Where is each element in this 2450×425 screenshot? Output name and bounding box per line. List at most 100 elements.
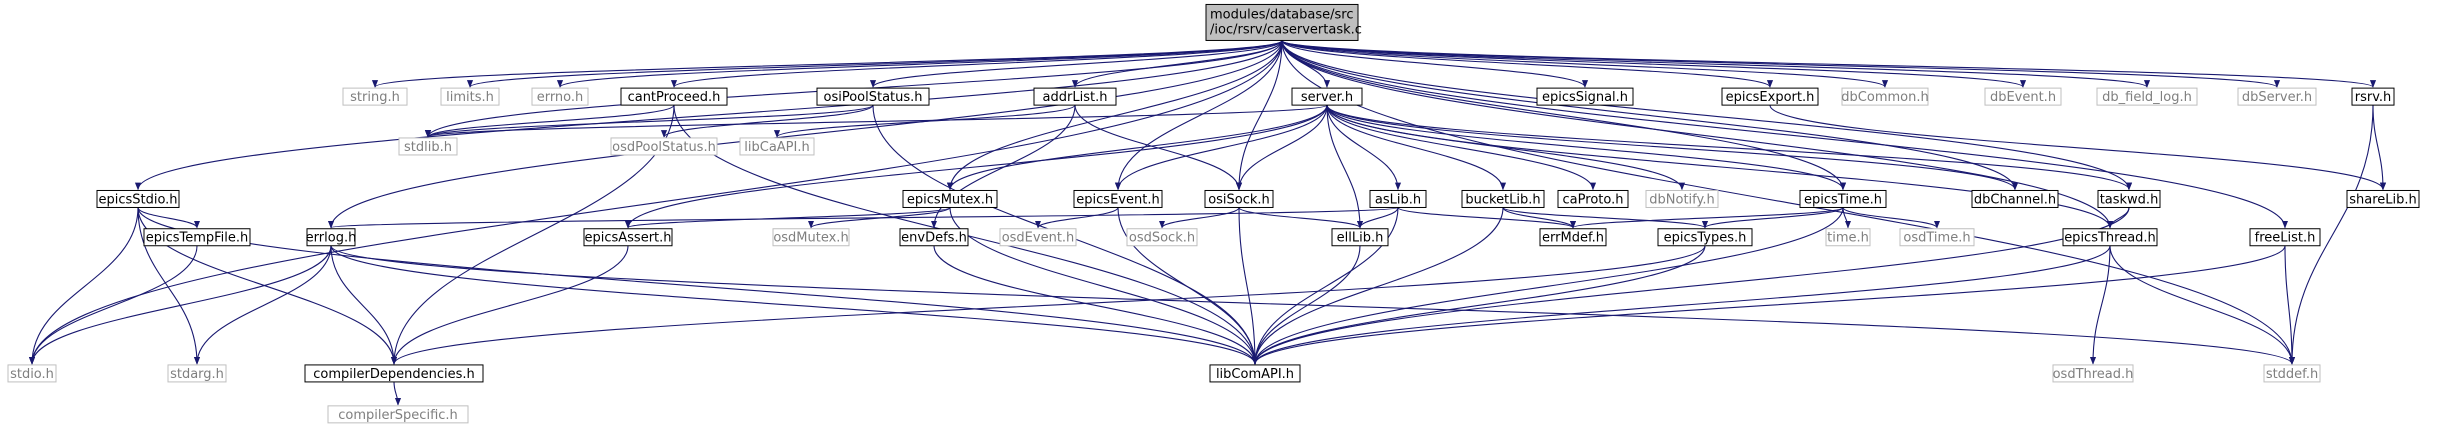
edge-epicsTime-to-osdTime <box>1842 206 1941 229</box>
node-epicsTypes[interactable]: epicsTypes.h <box>1657 228 1753 247</box>
node-box[interactable] <box>1721 87 1819 106</box>
edge-root-to-dbChannel <box>1281 40 2019 191</box>
node-box[interactable] <box>1033 87 1117 106</box>
node-label: epicsSignal.h <box>1542 90 1628 105</box>
edge-root-to-errlog <box>327 40 1283 229</box>
node-epicsMutex[interactable]: epicsMutex.h <box>902 189 998 208</box>
node-box[interactable] <box>1657 228 1753 247</box>
node-box <box>2096 87 2198 106</box>
node-caProto[interactable]: caProto.h <box>1557 189 1629 208</box>
edge-bucketLib-to-epicsTypes <box>1502 206 1708 229</box>
edge-epicsTempFile-to-stdio <box>28 245 198 365</box>
edge-osiSock-to-libComAPI <box>1238 207 1259 365</box>
node-epicsThread[interactable]: epicsThread.h <box>2062 228 2158 247</box>
node-box[interactable] <box>143 228 251 247</box>
node-addrList[interactable]: addrList.h <box>1033 87 1117 106</box>
node-label: epicsAssert.h <box>584 231 671 246</box>
node-label: asLib.h <box>1375 192 1421 207</box>
node-label: stdio.h <box>10 367 54 382</box>
node-envDefs[interactable]: envDefs.h <box>899 228 969 247</box>
edge-asLib-to-ellLib <box>1356 207 1399 229</box>
node-stdarg: stdarg.h <box>167 364 227 383</box>
node-stdio: stdio.h <box>7 364 57 383</box>
root-node-label-line: modules/database/src <box>1210 7 1354 22</box>
node-label: dbCommon.h <box>1841 90 1928 105</box>
edge-compilerDependencies-to-compilerSpecific <box>393 381 402 406</box>
node-epicsExport[interactable]: epicsExport.h <box>1721 87 1819 106</box>
node-epicsStdio[interactable]: epicsStdio.h <box>96 189 180 208</box>
node-shareLib[interactable]: shareLib.h <box>2346 189 2420 208</box>
node-box[interactable] <box>2097 189 2161 208</box>
node-box[interactable] <box>1799 189 1887 208</box>
node-box[interactable] <box>1557 189 1629 208</box>
node-box[interactable] <box>1209 364 1301 383</box>
node-box[interactable] <box>620 87 728 106</box>
node-label: stddef.h <box>2266 367 2318 382</box>
edge-taskwd-to-epicsThread <box>2106 207 2130 229</box>
edge-server-to-taskwd <box>1326 104 2132 191</box>
node-epicsTempFile[interactable]: epicsTempFile.h <box>143 228 251 247</box>
node-box[interactable] <box>2351 87 2395 106</box>
edge-osiSock-to-osdSock <box>1158 206 1240 229</box>
node-box[interactable] <box>1971 189 2059 208</box>
node-libComAPI[interactable]: libComAPI.h <box>1209 364 1301 383</box>
node-taskwd[interactable]: taskwd.h <box>2097 189 2161 208</box>
edge-root-to-epicsThread <box>1281 40 2114 229</box>
node-box[interactable] <box>1204 189 1274 208</box>
node-dbChannel[interactable]: dbChannel.h <box>1971 189 2059 208</box>
node-compilerSpecific: compilerSpecific.h <box>327 405 469 424</box>
node-cantProceed[interactable]: cantProceed.h <box>620 87 728 106</box>
node-box[interactable] <box>1536 87 1634 106</box>
node-epicsTime[interactable]: epicsTime.h <box>1799 189 1887 208</box>
node-ellLib[interactable]: ellLib.h <box>1331 228 1389 247</box>
edge-server-to-epicsThread <box>1326 105 2113 229</box>
node-epicsSignal[interactable]: epicsSignal.h <box>1536 87 1634 106</box>
node-box[interactable] <box>1461 189 1545 208</box>
node-asLib[interactable]: asLib.h <box>1369 189 1427 208</box>
node-label: shareLib.h <box>2349 192 2417 207</box>
node-osiSock[interactable]: osiSock.h <box>1204 189 1274 208</box>
node-box[interactable] <box>2062 228 2158 247</box>
edge-root-to-dbCommon <box>1281 40 1888 88</box>
node-box <box>2263 364 2321 383</box>
node-label: string.h <box>350 90 400 105</box>
node-box[interactable] <box>2249 228 2321 247</box>
node-epicsEvent[interactable]: epicsEvent.h <box>1073 189 1163 208</box>
node-box[interactable] <box>1073 189 1163 208</box>
edge-rsrv-to-stddef <box>2288 105 2374 365</box>
edge-root-to-stdio <box>28 40 1283 365</box>
edge-freeList-to-stddef <box>2284 245 2296 365</box>
node-box[interactable] <box>306 228 356 247</box>
edge-server-to-asLib <box>1326 105 1402 191</box>
node-box[interactable] <box>899 228 969 247</box>
node-box[interactable] <box>2346 189 2420 208</box>
node-errMdef[interactable]: errMdef.h <box>1539 228 1607 247</box>
node-errno: errno.h <box>531 87 589 106</box>
node-epicsAssert[interactable]: epicsAssert.h <box>583 228 673 247</box>
node-box[interactable] <box>304 364 484 383</box>
node-server[interactable]: server.h <box>1291 87 1363 106</box>
node-osiPoolStatus[interactable]: osiPoolStatus.h <box>816 87 930 106</box>
root-node-box <box>1205 3 1359 41</box>
node-label: epicsTime.h <box>1804 192 1882 207</box>
node-freeList[interactable]: freeList.h <box>2249 228 2321 247</box>
node-box[interactable] <box>1291 87 1363 106</box>
node-box[interactable] <box>816 87 930 106</box>
dependency-edges <box>28 40 2387 406</box>
node-rsrv[interactable]: rsrv.h <box>2351 87 2395 106</box>
node-compilerDependencies[interactable]: compilerDependencies.h <box>304 364 484 383</box>
node-box[interactable] <box>1331 228 1389 247</box>
node-bucketLib[interactable]: bucketLib.h <box>1461 189 1545 208</box>
edge-root-to-epicsEvent <box>1114 40 1283 191</box>
edge-epicsTypes-to-compilerDependencies <box>391 245 1706 365</box>
node-box[interactable] <box>96 189 180 208</box>
node-label: dbNotify.h <box>1649 192 1714 207</box>
node-box[interactable] <box>1539 228 1607 247</box>
edge-server-to-epicsAssert <box>625 105 1328 229</box>
node-label: bucketLib.h <box>1465 192 1540 207</box>
node-errlog[interactable]: errlog.h <box>306 228 357 247</box>
node-box[interactable] <box>902 189 998 208</box>
node-box[interactable] <box>1369 189 1427 208</box>
node-box[interactable] <box>583 228 673 247</box>
